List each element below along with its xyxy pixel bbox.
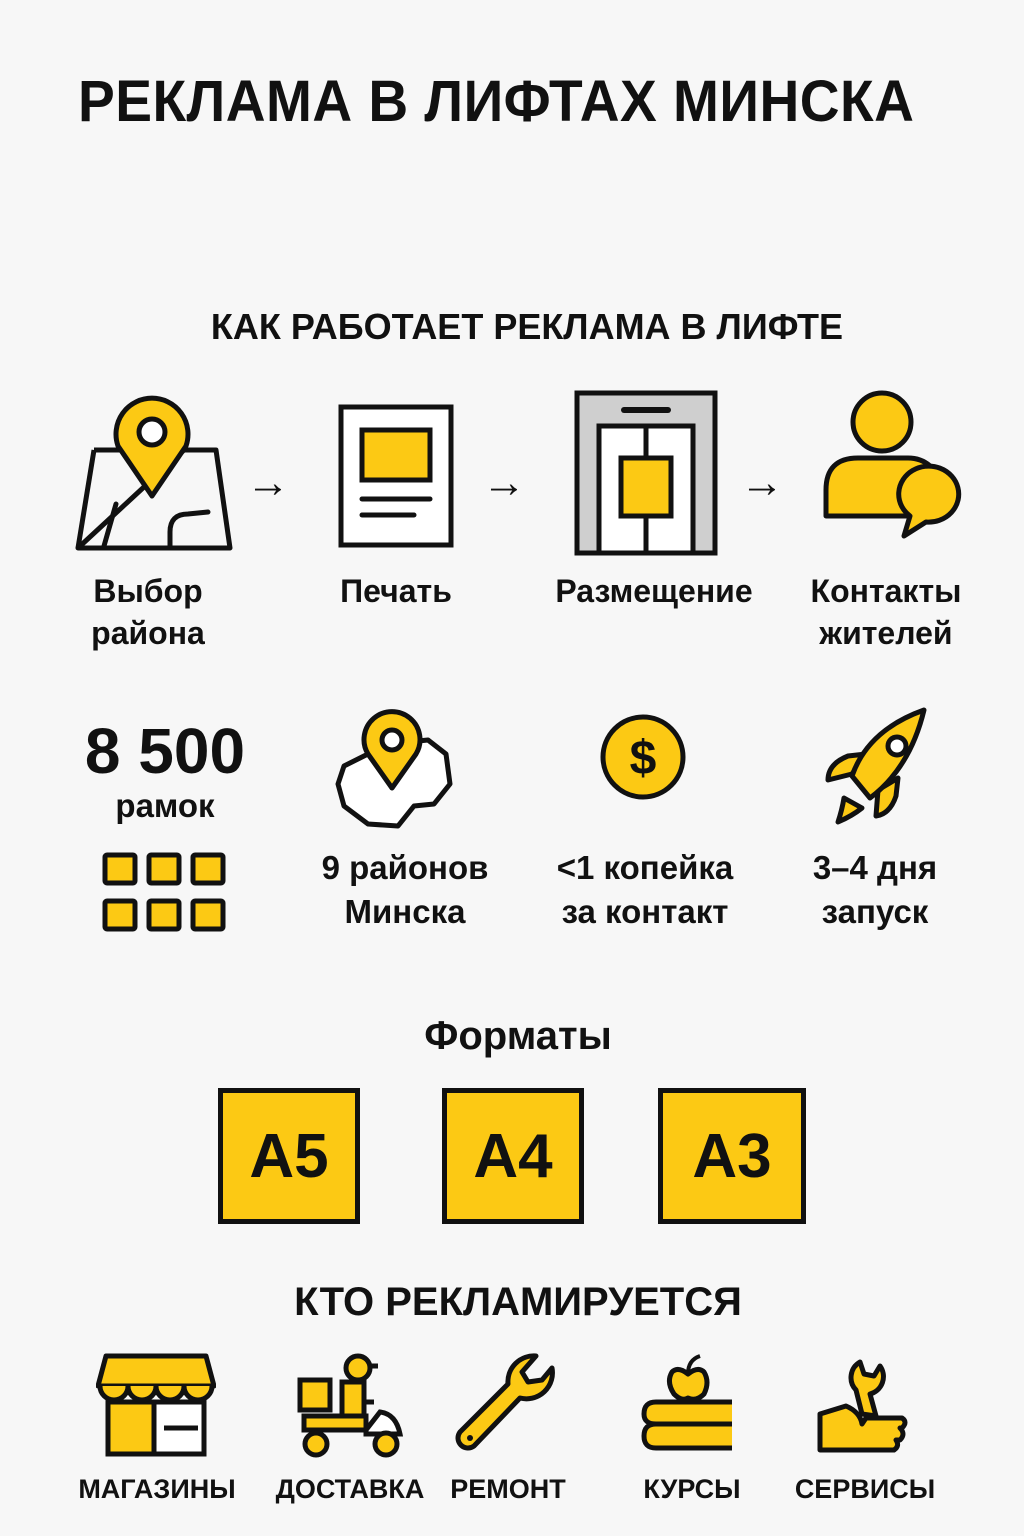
arrow-right-icon: → bbox=[246, 458, 290, 507]
dollar-coin-icon: $ bbox=[600, 714, 686, 800]
districts-stat: 9 районов Минска bbox=[300, 846, 510, 934]
format-a3: A3 bbox=[658, 1088, 806, 1224]
frames-grid-icon bbox=[102, 852, 226, 932]
hand-wrench-icon bbox=[816, 1354, 912, 1458]
svg-text:$: $ bbox=[630, 732, 657, 785]
stat-line: Минска bbox=[344, 893, 466, 930]
person-chat-icon bbox=[822, 390, 962, 550]
books-apple-icon bbox=[640, 1352, 736, 1456]
advertisers-heading: КТО РЕКЛАМИРУЕТСЯ bbox=[294, 1280, 742, 1324]
step-label-contacts: Контакты жителей bbox=[796, 570, 976, 654]
arrow-right-icon: → bbox=[482, 458, 526, 507]
step-label-line: жителей bbox=[819, 615, 953, 651]
arrow-right-icon: → bbox=[740, 458, 784, 507]
frames-unit: рамок bbox=[115, 787, 215, 824]
cost-per-contact-stat: <1 копейка за контакт bbox=[540, 846, 750, 934]
rocket-icon bbox=[818, 704, 934, 826]
map-pin-icon bbox=[74, 392, 234, 552]
format-a4: A4 bbox=[442, 1088, 584, 1224]
advertiser-label-shops: МАГАЗИНЫ bbox=[78, 1474, 236, 1504]
page-title: РЕКЛАМА В ЛИФТАХ МИНСКА bbox=[78, 69, 915, 134]
frames-count: 8 500 bbox=[84, 715, 246, 787]
launch-time-stat: 3–4 дня запуск bbox=[770, 846, 980, 934]
stat-line: <1 копейка bbox=[556, 849, 734, 886]
wrench-icon bbox=[452, 1350, 556, 1454]
advertiser-label-repair: РЕМОНТ bbox=[450, 1474, 566, 1504]
advertiser-label-delivery: ДОСТАВКА bbox=[275, 1474, 425, 1504]
shop-icon bbox=[96, 1352, 216, 1458]
print-document-icon bbox=[338, 404, 454, 548]
formats-heading: Форматы bbox=[424, 1014, 612, 1058]
step-label-print: Печать bbox=[340, 573, 452, 609]
step-label-placement: Размещение bbox=[555, 573, 753, 609]
step-label-line: Контакты bbox=[810, 573, 962, 609]
step-label-select-district: Выбор района bbox=[68, 570, 228, 654]
stat-line: 3–4 дня bbox=[812, 849, 938, 886]
district-map-pin-icon bbox=[334, 706, 458, 832]
stat-line: запуск bbox=[821, 893, 929, 930]
how-it-works-heading: КАК РАБОТАЕТ РЕКЛАМА В ЛИФТЕ bbox=[210, 306, 844, 347]
delivery-scooter-icon bbox=[296, 1352, 408, 1458]
advertiser-label-services: СЕРВИСЫ bbox=[794, 1474, 936, 1504]
advertiser-label-courses: КУРСЫ bbox=[643, 1474, 741, 1504]
elevator-icon bbox=[574, 390, 718, 556]
stat-line: за контакт bbox=[561, 893, 729, 930]
step-label-line: района bbox=[91, 615, 205, 651]
stat-line: 9 районов bbox=[321, 849, 489, 886]
format-a5: A5 bbox=[218, 1088, 360, 1224]
step-label-line: Выбор bbox=[93, 573, 203, 609]
